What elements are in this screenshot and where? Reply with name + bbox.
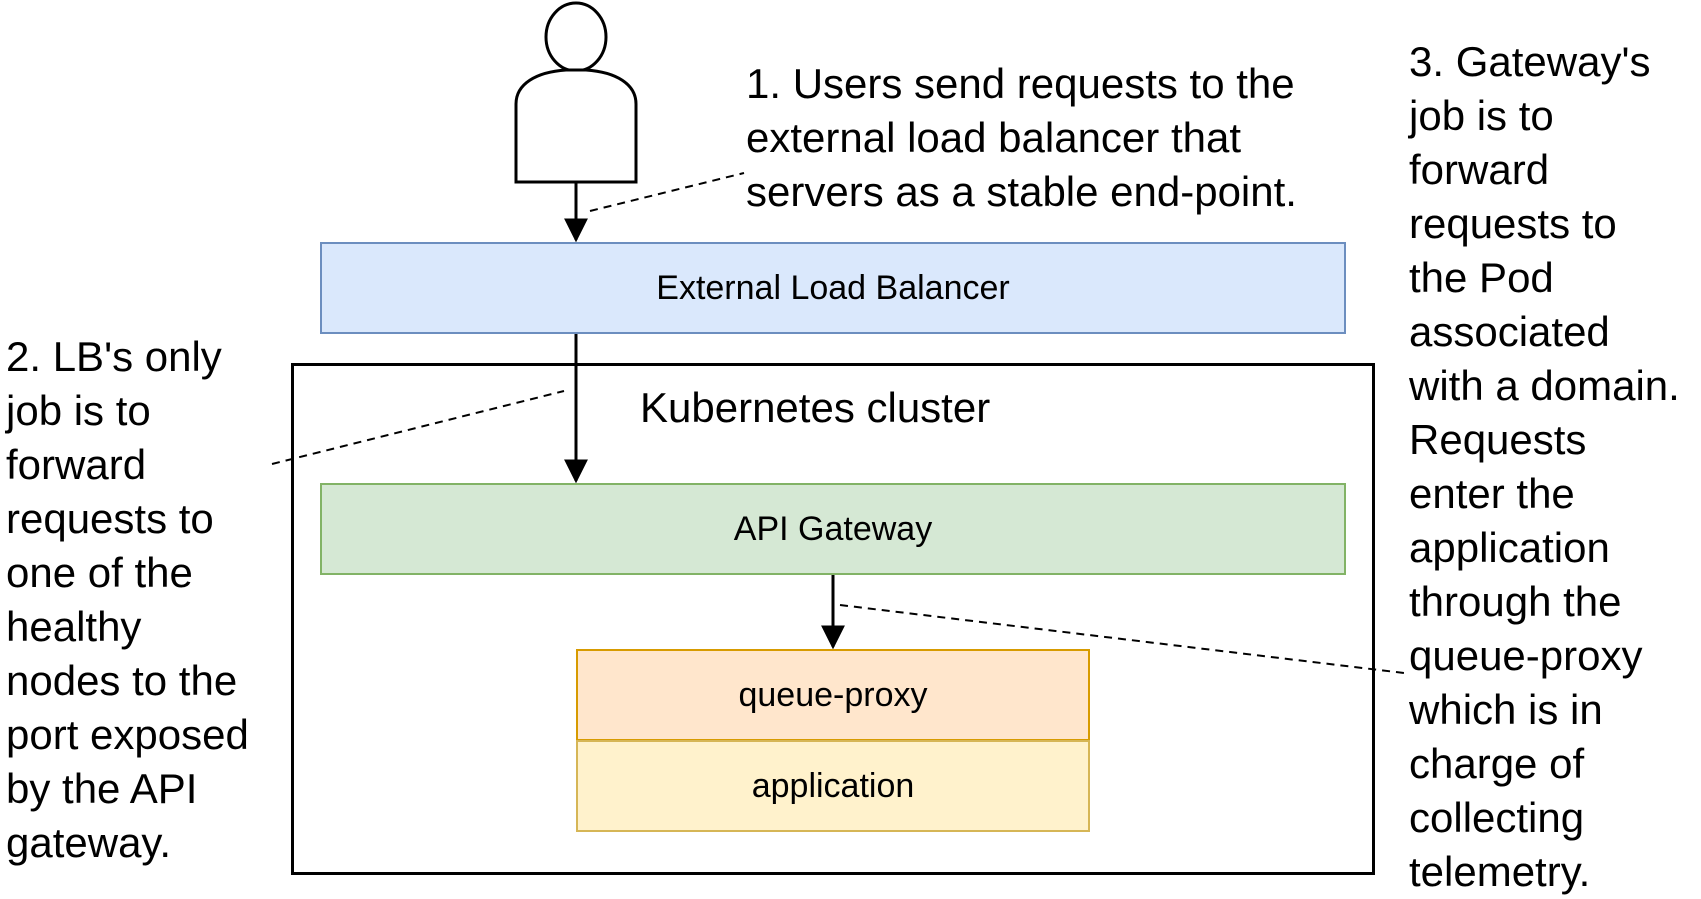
note-1: 1. Users send requests to the external l…: [746, 60, 1297, 215]
api-gateway-box: API Gateway: [320, 483, 1346, 575]
application-box: application: [576, 740, 1090, 832]
api-gateway-label: API Gateway: [733, 509, 933, 548]
application-label: application: [751, 766, 915, 805]
callout-line-1: [589, 172, 745, 212]
external-load-balancer-label: External Load Balancer: [656, 268, 1010, 307]
external-load-balancer-box: External Load Balancer: [320, 242, 1346, 334]
note-2: 2. LB's only job is to forward requests …: [6, 333, 249, 866]
queue-proxy-label: queue-proxy: [738, 675, 928, 714]
user-icon: [514, 1, 638, 184]
queue-proxy-box: queue-proxy: [576, 649, 1090, 741]
kubernetes-cluster-label: Kubernetes cluster: [640, 384, 991, 431]
kubernetes-cluster-box: [291, 363, 1375, 875]
note-3: 3. Gateway's job is to forward requests …: [1409, 38, 1680, 895]
callout-line-3: [839, 604, 1405, 674]
